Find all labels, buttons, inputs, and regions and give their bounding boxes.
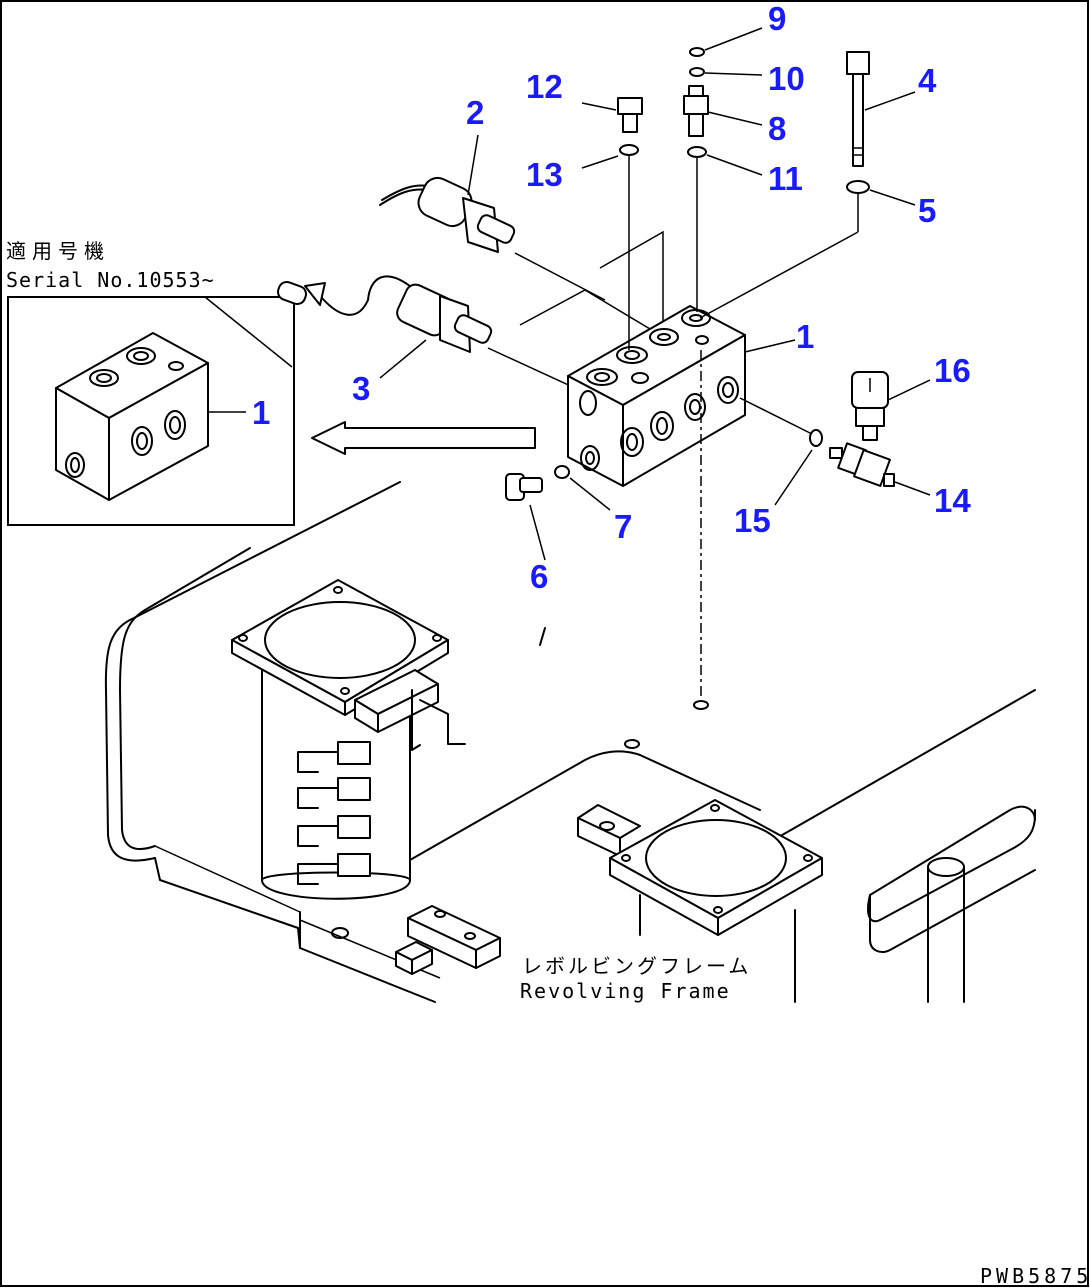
main-valve-block [487, 230, 746, 487]
callout-1: 1 [796, 318, 814, 355]
direction-arrow [311, 421, 536, 455]
callout-8: 8 [768, 110, 786, 147]
callout-14: 14 [934, 482, 971, 519]
callout-5: 5 [918, 192, 936, 229]
callout-15: 15 [734, 502, 771, 539]
serial-note-number: Serial No.10553~ [6, 268, 215, 292]
plug-12 [617, 97, 643, 133]
inset-valve-block [55, 332, 209, 501]
ring-9 [689, 47, 705, 57]
callout-6: 6 [530, 558, 548, 595]
fitting-8 [683, 85, 709, 137]
serial-inset: 適用号機 Serial No.10553~ 1 [6, 239, 295, 526]
callout-10: 10 [768, 60, 805, 97]
bolt-4 [846, 51, 870, 167]
callout-2: 2 [466, 94, 484, 131]
solenoid-valve-2 [379, 176, 516, 253]
callout-7: 7 [614, 508, 632, 545]
o-ring-15 [809, 429, 823, 447]
callout-3: 3 [352, 370, 370, 407]
callout-16: 16 [934, 352, 971, 389]
revolving-frame [104, 481, 1036, 1003]
washer-5 [846, 180, 870, 194]
solenoid-valve-3 [277, 275, 493, 353]
sensor-fitting-14 [829, 442, 895, 487]
callout-13: 13 [526, 156, 563, 193]
frame-label-english: Revolving Frame [520, 979, 731, 1003]
elbow-fitting-6 [505, 473, 543, 501]
callout-9: 9 [768, 0, 786, 37]
callout-11: 11 [768, 160, 803, 197]
o-ring-13 [619, 144, 639, 156]
callout-4: 4 [918, 62, 937, 99]
inset-frame [7, 296, 295, 526]
frame-label-japanese: レボルビングフレーム [522, 954, 751, 978]
cylinder-lugs [297, 741, 371, 885]
ring-10 [689, 67, 705, 77]
pressure-switch-16 [851, 371, 889, 441]
drawing-code: PWB5875 [980, 1264, 1090, 1288]
o-ring-11 [687, 146, 707, 158]
callout-1-inset: 1 [252, 394, 270, 431]
o-ring-7 [554, 465, 570, 479]
serial-note-japanese: 適用号機 [6, 239, 110, 263]
callout-12: 12 [526, 68, 563, 105]
